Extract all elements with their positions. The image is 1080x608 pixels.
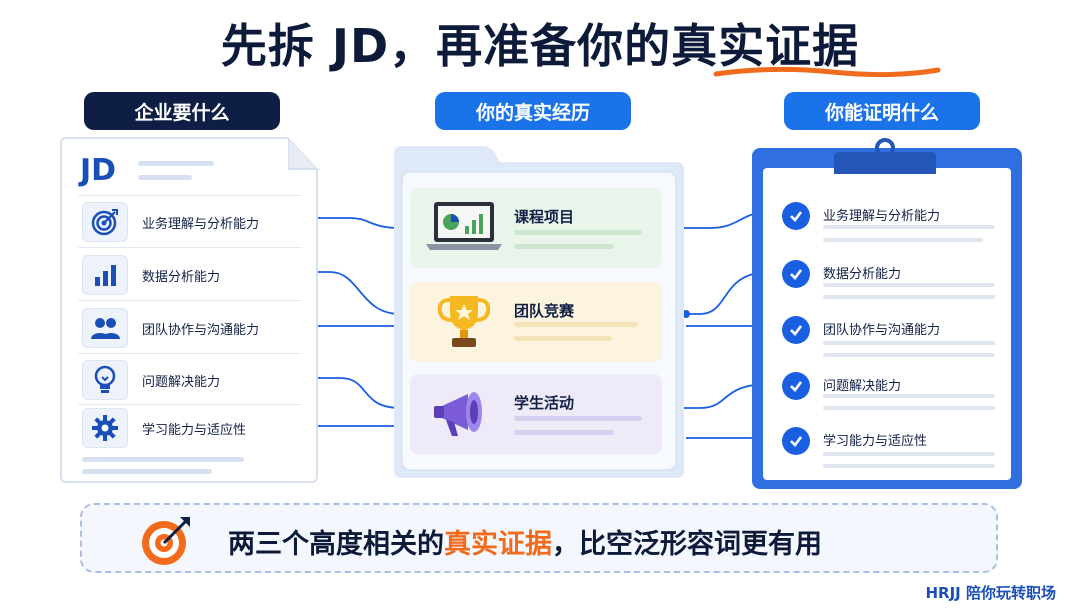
jd-heading: JD: [80, 153, 117, 188]
card-line: [514, 230, 642, 235]
banner-text-after: ，比空泛形容词更有用: [552, 529, 822, 560]
bar-chart-icon: [82, 255, 128, 295]
proof-label: 业务理解与分析能力: [823, 209, 941, 224]
banner-text-before: 两三个高度相关的: [228, 529, 444, 560]
target-arrow-icon: [142, 517, 190, 565]
experience-label: 课程项目: [514, 208, 575, 226]
jd-document: JD 业务理解与分析能力 数据分析能力 团队协作与沟通能力 问题解决能力 学习能…: [60, 137, 318, 483]
proof-line: [823, 341, 995, 345]
jd-divider: [78, 247, 302, 248]
card-line: [514, 244, 614, 249]
proof-label: 数据分析能力: [823, 267, 902, 282]
title-prefix: 先拆 JD，再准备你的: [220, 19, 672, 73]
card-line: [514, 322, 638, 327]
experience-label: 学生活动: [514, 394, 575, 412]
requirement-label: 学习能力与适应性: [142, 422, 247, 438]
requirement-item: 数据分析能力: [82, 252, 312, 298]
proof-label: 团队协作与沟通能力: [823, 323, 941, 338]
jd-footer-line: [82, 457, 244, 462]
proof-item: 业务理解与分析能力: [782, 200, 1002, 250]
jd-page-fold: [288, 137, 320, 170]
label-your-experience: 你的真实经历: [435, 92, 631, 130]
jd-divider: [78, 353, 302, 354]
takeaway-banner: 两三个高度相关的真实证据，比空泛形容词更有用: [80, 503, 998, 573]
experience-card: 课程项目: [410, 188, 662, 268]
target-icon: [82, 202, 128, 242]
experience-card: 学生活动: [410, 374, 662, 454]
requirement-item: 团队协作与沟通能力: [82, 305, 312, 351]
label-what-you-prove: 你能证明什么: [784, 92, 980, 130]
card-line: [514, 430, 614, 435]
check-icon: [782, 427, 810, 455]
jd-divider: [78, 404, 302, 405]
requirement-label: 问题解决能力: [142, 374, 221, 390]
requirement-label: 数据分析能力: [142, 269, 221, 285]
proof-line: [823, 238, 983, 242]
check-icon: [782, 260, 810, 288]
title-underline: [713, 66, 941, 78]
requirement-item: 业务理解与分析能力: [82, 199, 312, 245]
team-icon: [82, 308, 128, 348]
proof-line: [823, 394, 995, 398]
footer-brand: HRJJ 陪你玩转职场: [925, 584, 1057, 602]
proof-line: [823, 353, 995, 357]
proof-item: 团队协作与沟通能力: [782, 314, 1002, 364]
proof-line: [823, 295, 995, 299]
requirement-label: 团队协作与沟通能力: [142, 322, 260, 338]
check-icon: [782, 316, 810, 344]
megaphone-icon: [434, 392, 482, 436]
page-title: 先拆 JD，再准备你的真实证据: [0, 10, 1080, 76]
proof-item: 问题解决能力: [782, 370, 1002, 420]
proof-label: 问题解决能力: [823, 379, 902, 394]
card-line: [514, 416, 642, 421]
proof-item: 数据分析能力: [782, 258, 1002, 308]
clipboard-clip: [834, 138, 936, 174]
check-icon: [782, 202, 810, 230]
proof-line: [823, 464, 995, 468]
laptop-chart-icon: [426, 202, 502, 250]
jd-divider: [78, 195, 302, 196]
banner-highlight: 真实证据: [444, 529, 552, 560]
check-icon: [782, 372, 810, 400]
proof-line: [823, 225, 995, 229]
jd-divider: [78, 300, 302, 301]
requirement-item: 问题解决能力: [82, 357, 312, 403]
jd-header-line: [138, 175, 192, 180]
title-highlight: 真实证据: [671, 19, 860, 73]
proof-label: 学习能力与适应性: [823, 434, 928, 449]
proof-item: 学习能力与适应性: [782, 425, 1002, 475]
requirement-item: 学习能力与适应性: [82, 405, 312, 451]
trophy-icon: [437, 296, 491, 347]
requirement-label: 业务理解与分析能力: [142, 216, 260, 232]
proof-line: [823, 283, 995, 287]
lightbulb-icon: [82, 360, 128, 400]
experience-label: 团队竞赛: [514, 302, 575, 320]
gear-icon: [82, 408, 128, 448]
card-line: [514, 336, 612, 341]
proof-line: [823, 406, 995, 410]
jd-header-line: [138, 161, 214, 166]
experience-folder: 课程项目 团队竞赛 学生活动: [390, 144, 686, 479]
experience-card: 团队竞赛: [410, 282, 662, 362]
banner-text: 两三个高度相关的真实证据，比空泛形容词更有用: [228, 522, 822, 561]
label-company-needs: 企业要什么: [84, 92, 280, 130]
jd-footer-line: [82, 469, 212, 474]
proof-line: [823, 452, 995, 456]
